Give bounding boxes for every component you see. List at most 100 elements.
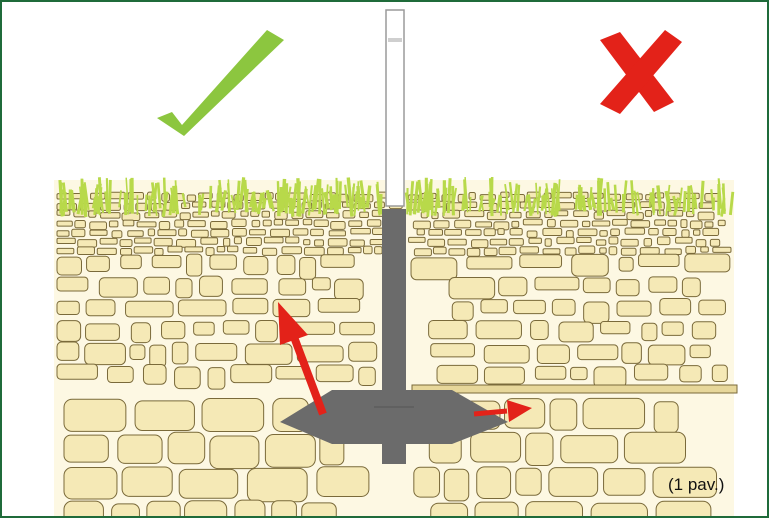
soil-stone bbox=[304, 247, 324, 255]
soil-stone bbox=[134, 247, 153, 253]
soil-stone bbox=[328, 239, 347, 247]
soil-stone bbox=[350, 240, 364, 246]
soil-stone bbox=[188, 221, 205, 227]
soil-stone bbox=[577, 237, 591, 242]
soil-stone bbox=[543, 249, 560, 254]
soil-stone bbox=[175, 367, 201, 389]
soil-stone bbox=[250, 230, 266, 235]
soil-stone bbox=[277, 255, 295, 274]
soil-stone bbox=[584, 302, 609, 323]
soil-stone bbox=[622, 343, 642, 364]
soil-stone bbox=[476, 321, 521, 339]
grass-blade bbox=[146, 195, 147, 211]
soil-stone bbox=[99, 278, 137, 297]
soil-stone bbox=[331, 222, 345, 230]
soil-stone bbox=[78, 240, 97, 247]
soil-stone bbox=[264, 237, 283, 243]
soil-stone bbox=[312, 278, 330, 290]
soil-stone bbox=[510, 212, 521, 218]
soil-stone bbox=[202, 398, 264, 431]
soil-stone bbox=[286, 237, 299, 243]
soil-stone bbox=[481, 300, 507, 313]
soil-stone bbox=[471, 432, 521, 462]
soil-stone bbox=[429, 229, 443, 235]
soil-stone bbox=[279, 279, 306, 295]
grass-blade bbox=[464, 179, 465, 209]
soil-stone bbox=[90, 222, 107, 230]
soil-stone bbox=[131, 323, 150, 343]
soil-stone bbox=[600, 231, 607, 237]
soil-stone bbox=[557, 237, 574, 243]
figure-caption: (1 pav.) bbox=[668, 475, 724, 495]
soil-stone bbox=[185, 501, 227, 516]
soil-stone bbox=[211, 222, 228, 229]
soil-stone bbox=[510, 229, 522, 235]
soil-stone bbox=[516, 468, 541, 495]
soil-stone bbox=[642, 323, 657, 340]
soil-stone bbox=[621, 239, 638, 246]
grass-blade bbox=[684, 191, 685, 212]
soil-stone bbox=[147, 501, 180, 516]
soil-stone bbox=[155, 248, 163, 255]
soil-stone bbox=[175, 220, 184, 227]
soil-stone bbox=[559, 322, 593, 342]
grass-blade bbox=[64, 196, 65, 216]
soil-stone bbox=[180, 213, 190, 220]
soil-stone bbox=[86, 324, 120, 340]
grass-blade bbox=[380, 194, 381, 214]
soil-stone bbox=[648, 345, 685, 365]
soil-stone bbox=[649, 228, 658, 234]
soil-stone bbox=[535, 277, 579, 290]
soil-stone bbox=[565, 248, 576, 255]
soil-stone bbox=[123, 220, 134, 226]
soil-stone bbox=[434, 221, 449, 228]
soil-stone bbox=[135, 401, 194, 431]
soil-stone bbox=[452, 302, 473, 320]
soil-stone bbox=[545, 239, 551, 246]
grass-blade bbox=[170, 195, 172, 215]
soil-stone bbox=[57, 342, 79, 360]
soil-stone bbox=[317, 467, 369, 497]
soil-stone bbox=[75, 221, 86, 228]
grass-blade bbox=[237, 181, 239, 210]
soil-stone bbox=[135, 238, 152, 243]
soil-stone bbox=[414, 467, 440, 497]
soil-stone bbox=[561, 220, 578, 227]
grass-blade bbox=[688, 186, 689, 212]
soil-stone bbox=[574, 211, 589, 217]
soil-stone bbox=[414, 249, 431, 256]
grass-blade bbox=[253, 192, 255, 212]
soil-stone bbox=[97, 248, 116, 254]
grass-blade bbox=[542, 195, 544, 211]
soil-stone bbox=[718, 220, 725, 225]
soil-stone bbox=[77, 247, 94, 255]
grass-blade bbox=[593, 198, 594, 207]
soil-stone bbox=[233, 298, 268, 313]
soil-stone bbox=[208, 368, 225, 389]
soil-stone bbox=[467, 248, 480, 256]
grass-blade bbox=[518, 185, 519, 212]
soil-stone bbox=[529, 238, 542, 243]
soil-stone bbox=[654, 402, 678, 433]
soil-stone bbox=[448, 239, 466, 245]
soil-stone bbox=[360, 212, 369, 217]
soil-stone bbox=[227, 246, 237, 252]
soil-stone bbox=[86, 300, 115, 316]
grass-blade bbox=[605, 188, 606, 212]
soil-stone bbox=[445, 229, 462, 235]
soil-stone bbox=[158, 230, 176, 236]
soil-stone bbox=[596, 240, 605, 245]
soil-stone bbox=[431, 503, 468, 516]
soil-stone bbox=[262, 211, 269, 217]
soil-stone bbox=[247, 238, 262, 246]
grass-blade bbox=[438, 189, 440, 208]
soil-stone bbox=[682, 278, 700, 297]
soil-stone bbox=[550, 399, 577, 430]
soil-stone bbox=[224, 238, 230, 246]
soil-stone bbox=[300, 258, 316, 280]
soil-stone bbox=[351, 229, 371, 234]
soil-stone bbox=[591, 503, 647, 516]
grass-blade bbox=[599, 181, 601, 216]
soil-stone bbox=[359, 367, 376, 385]
soil-stone bbox=[624, 432, 685, 463]
